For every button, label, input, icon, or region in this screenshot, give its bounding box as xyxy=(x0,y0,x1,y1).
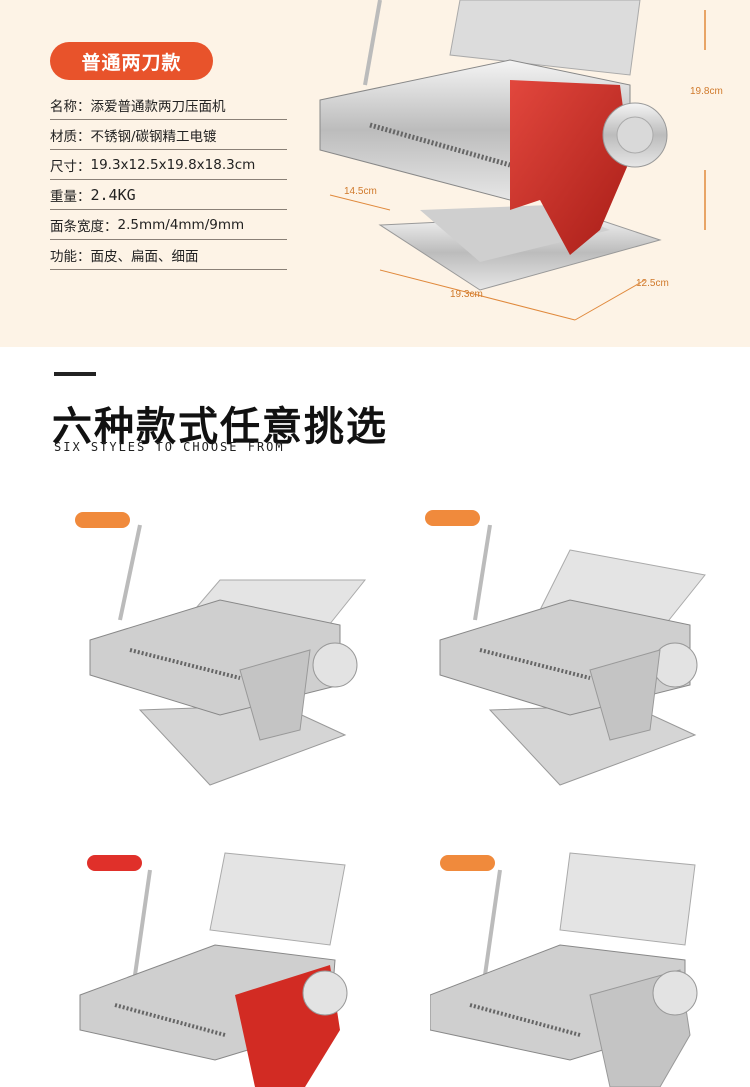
spec-label: 重量： xyxy=(50,188,91,205)
spec-row-weight: 重量：2.4KG xyxy=(50,180,287,210)
spec-label: 功能： xyxy=(50,248,91,265)
spec-label: 材质： xyxy=(50,128,91,145)
model-badge: 普通两刀款 xyxy=(50,42,213,80)
spec-value: 2.5mm/4mm/9mm xyxy=(117,216,245,233)
spec-row-noodle-width: 面条宽度：2.5mm/4mm/9mm xyxy=(50,210,287,240)
spec-list: 名称：添爱普通款两刀压面机 材质：不锈钢/碳钢精工电镀 尺寸：19.3x12.5… xyxy=(50,90,287,270)
spec-label: 面条宽度： xyxy=(50,218,118,235)
height-dimension-label: 19.8cm xyxy=(690,86,723,97)
spec-value: 不锈钢/碳钢精工电镀 xyxy=(90,128,217,145)
spec-label: 名称： xyxy=(50,98,91,115)
width-dimension-label: 19.3cm xyxy=(450,289,483,300)
spec-row-material: 材质：不锈钢/碳钢精工电镀 xyxy=(50,120,287,150)
section-title: 六种款式任意挑选 xyxy=(52,404,388,450)
spec-row-size: 尺寸：19.3x12.5x19.8x18.3cm xyxy=(50,150,287,180)
style-variant-4-image[interactable] xyxy=(430,845,730,1087)
style-variant-3-image[interactable] xyxy=(75,845,365,1087)
spec-value: 面皮、扁面、细面 xyxy=(90,248,199,265)
spec-row-name: 名称：添爱普通款两刀压面机 xyxy=(50,90,287,120)
spec-value: 19.3x12.5x19.8x18.3cm xyxy=(90,156,256,173)
product-spec-panel: 普通两刀款 名称：添爱普通款两刀压面机 材质：不锈钢/碳钢精工电镀 尺寸：19.… xyxy=(0,0,750,347)
pasta-machine-main-image xyxy=(319,0,706,321)
depth-dimension-label: 14.5cm xyxy=(344,186,377,197)
title-accent-bar xyxy=(54,372,96,376)
length-dimension-label: 12.5cm xyxy=(636,278,669,289)
spec-value: 2.4KG xyxy=(90,185,136,204)
style-variant-1-image[interactable] xyxy=(70,500,370,800)
spec-label: 尺寸： xyxy=(50,158,91,175)
section-subtitle: SIX STYLES TO CHOOSE FROM xyxy=(54,440,285,454)
spec-value: 添爱普通款两刀压面机 xyxy=(90,98,226,115)
spec-row-function: 功能：面皮、扁面、细面 xyxy=(50,240,287,270)
style-variant-2-image[interactable] xyxy=(420,500,720,800)
